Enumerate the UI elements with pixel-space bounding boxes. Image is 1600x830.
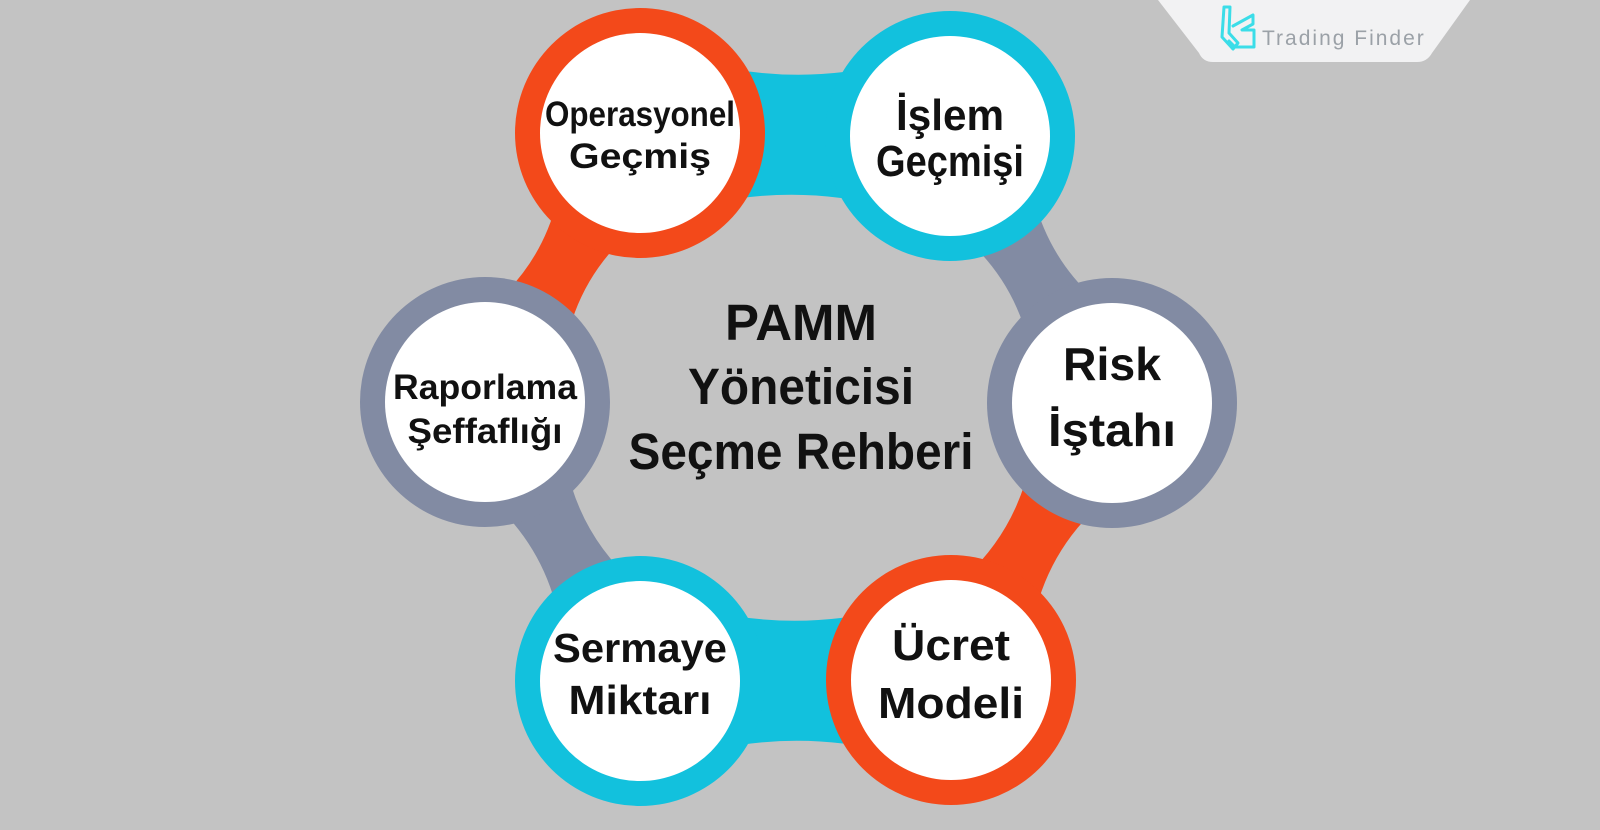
node-operational-history: Operasyonel Geçmiş <box>515 8 765 258</box>
brand-banner: Trading Finder <box>1158 0 1470 62</box>
node-label-line1: İşlem <box>896 91 1004 140</box>
node-reporting-transparency: Raporlama Şeffaflığı <box>360 277 610 527</box>
node-label-line2: Miktarı <box>569 677 712 723</box>
node-label-line1: Ücret <box>892 621 1010 670</box>
node-label-line2: İştahı <box>1048 404 1176 456</box>
node-label-line2: Geçmişi <box>876 137 1024 186</box>
node-fee-model: Ücret Modeli <box>826 555 1076 805</box>
node-trade-history: İşlem Geçmişi <box>825 11 1075 261</box>
node-face <box>385 302 585 502</box>
node-face <box>850 36 1050 236</box>
node-label-line1: Sermaye <box>553 625 727 671</box>
node-label-line2: Geçmiş <box>569 137 711 176</box>
node-label-line1: Raporlama <box>393 368 578 407</box>
node-risk-appetite: Risk İştahı <box>987 278 1237 528</box>
node-face <box>851 580 1051 780</box>
center-title-group: PAMM Yöneticisi Seçme Rehberi <box>629 294 974 480</box>
title-line2: Yöneticisi <box>688 358 914 415</box>
node-label-line2: Şeffaflığı <box>408 412 563 451</box>
title-line1: PAMM <box>725 294 877 351</box>
trading-finder-logo-icon <box>1220 5 1256 51</box>
node-face <box>540 581 740 781</box>
logo-mark-stroke <box>1227 13 1256 49</box>
node-capital-amount: Sermaye Miktarı <box>515 556 765 806</box>
node-face <box>1012 303 1212 503</box>
logo-stem-stroke <box>1220 5 1240 51</box>
node-label-line1: Operasyonel <box>545 95 735 134</box>
node-face <box>540 33 740 233</box>
brand-name: Trading Finder <box>1262 27 1426 50</box>
node-label-line1: Risk <box>1063 338 1161 390</box>
node-label-line2: Modeli <box>878 679 1024 728</box>
title-line3: Seçme Rehberi <box>629 423 974 480</box>
